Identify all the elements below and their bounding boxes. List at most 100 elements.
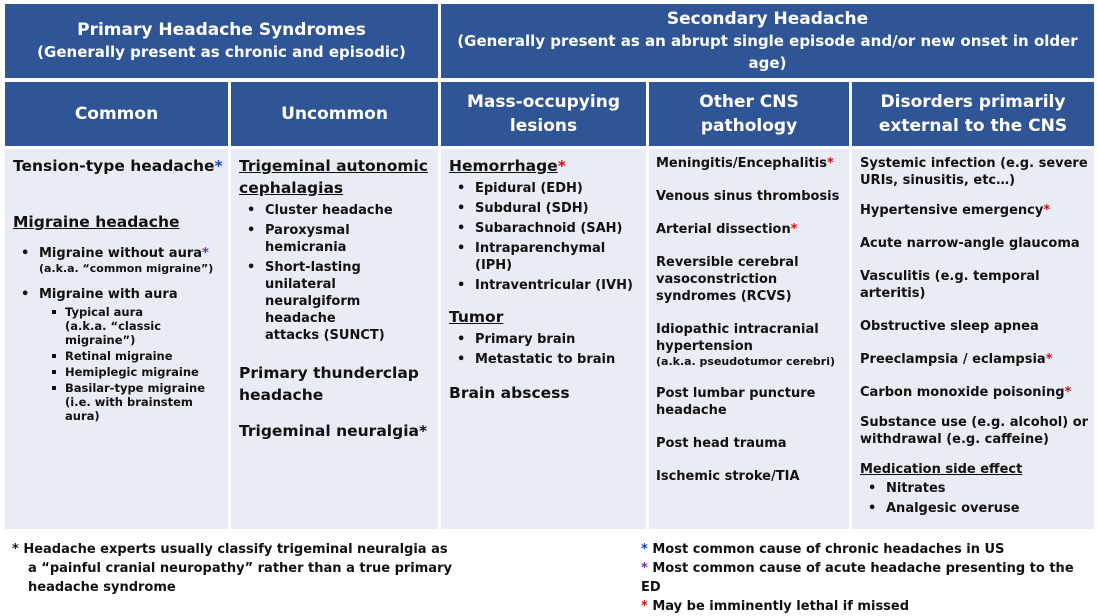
carbon-monoxide-label: Carbon monoxide poisoning xyxy=(860,385,1065,400)
red-star-footnote: * May be imminently lethal if missed xyxy=(641,597,1091,616)
common-column-header: Common xyxy=(5,82,228,146)
list-item: Primary brain xyxy=(449,331,642,348)
other-cns-column: Meningitis/Encephalitis* Venous sinus th… xyxy=(649,149,849,529)
list-item: Analgesic overuse xyxy=(860,500,1092,517)
external-column-label-line2: external to the CNS xyxy=(878,116,1068,136)
red-star-marker: * xyxy=(790,222,798,237)
sleep-apnea-item: Obstructive sleep apnea xyxy=(860,319,1039,334)
systemic-infection-item: Systemic infection (e.g. severe URIs, si… xyxy=(860,155,1092,189)
uncommon-column: Trigeminal autonomic cephalagias Cluster… xyxy=(231,149,438,529)
mass-lesions-column-header: Mass-occupying lesions xyxy=(441,82,646,146)
list-item: Hemiplegic migraine xyxy=(39,365,224,379)
tac-heading: Trigeminal autonomic cephalagias xyxy=(239,155,434,199)
list-item: Migraine with aura Typical aura(a.k.a. “… xyxy=(13,286,224,423)
blue-star-note: Most common cause of chronic headaches i… xyxy=(652,542,1005,557)
typical-aura-label: Typical aura xyxy=(65,305,144,319)
vasculitis-item: Vasculitis (e.g. temporal arteritis) xyxy=(860,269,1040,301)
hypertensive-emergency-item: Hypertensive emergency* xyxy=(860,202,1092,219)
other-cns-column-label: Other CNS pathology xyxy=(699,92,799,136)
blue-star-marker: * xyxy=(214,157,223,175)
list-item: Epidural (EDH) xyxy=(449,180,642,197)
glaucoma-item: Acute narrow-angle glaucoma xyxy=(860,236,1080,251)
mass-lesions-column: Hemorrhage* Epidural (EDH) Subdural (SDH… xyxy=(441,149,646,529)
external-column-label-line1: Disorders primarily xyxy=(880,92,1066,112)
secondary-header-subtitle: (Generally present as an abrupt single e… xyxy=(457,32,1078,72)
list-item: Subdural (SDH) xyxy=(449,200,642,217)
uncommon-column-header: Uncommon xyxy=(231,82,438,146)
thunderclap-line1: Primary thunderclap xyxy=(239,364,419,382)
arterial-dissection-label: Arterial dissection xyxy=(656,222,791,237)
migraine-without-aura-label: Migraine without aura xyxy=(39,246,203,261)
purple-star-marker: * xyxy=(202,246,209,261)
iih-item: Idiopathic intracranial hypertension (a.… xyxy=(656,321,845,369)
rcvs-item: Reversible cerebral vasoconstriction syn… xyxy=(656,254,845,305)
systemic-infection-line1: Systemic infection (e.g. severe xyxy=(860,156,1088,171)
trigeminal-neuralgia-item: Trigeminal neuralgia* xyxy=(239,422,428,440)
blue-star-marker: * xyxy=(641,542,648,557)
list-item: Nitrates xyxy=(860,480,1092,497)
left-footnote-line3: headache syndrome xyxy=(28,580,176,595)
secondary-headache-header: Secondary Headache (Generally present as… xyxy=(441,4,1094,78)
post-lp-item: Post lumbar puncture headache xyxy=(656,385,845,419)
substance-use-line1: Substance use (e.g. alcohol) or xyxy=(860,415,1089,430)
list-item: Intraparenchymal (IPH) xyxy=(449,240,642,274)
sunct-line1: Short-lasting unilateral xyxy=(265,260,361,292)
left-footnote-line1: * Headache experts usually classify trig… xyxy=(12,542,448,557)
common-migraine-aka: (a.k.a. “common migraine”) xyxy=(39,262,214,275)
red-star-marker: * xyxy=(1064,385,1072,400)
mass-column-label-line1: Mass-occupying xyxy=(467,92,620,112)
classic-migraine-aka: (a.k.a. “classic migraine”) xyxy=(65,319,162,347)
rcvs-line2: vasoconstriction xyxy=(656,272,778,287)
primary-header-subtitle: (Generally present as chronic and episod… xyxy=(37,43,406,61)
arterial-dissection-item: Arterial dissection* xyxy=(656,221,845,238)
hemorrhage-list: Epidural (EDH) Subdural (SDH) Subarachno… xyxy=(449,180,642,294)
post-lp-line2: headache xyxy=(656,403,727,418)
left-footnote: * Headache experts usually classify trig… xyxy=(12,540,572,597)
red-star-marker: * xyxy=(557,157,566,175)
brainstem-aura-note: (i.e. with brainstem aura) xyxy=(65,395,193,423)
primary-header-title: Primary Headache Syndromes xyxy=(77,20,366,40)
tumor-heading: Tumor xyxy=(449,308,504,326)
secondary-header-title: Secondary Headache xyxy=(666,9,869,29)
blue-star-footnote: * Most common cause of chronic headaches… xyxy=(641,540,1091,559)
uncommon-column-label: Uncommon xyxy=(281,104,388,124)
list-item: Migraine without aura* (a.k.a. “common m… xyxy=(13,245,224,276)
red-star-marker: * xyxy=(641,599,648,614)
migraine-list: Migraine without aura* (a.k.a. “common m… xyxy=(13,245,224,423)
list-item: Subarachnoid (SAH) xyxy=(449,220,642,237)
hemorrhage-label: Hemorrhage xyxy=(449,157,558,175)
tension-type-item: Tension-type headache* xyxy=(13,155,224,177)
primary-syndromes-header: Primary Headache Syndromes (Generally pr… xyxy=(5,4,438,78)
brain-abscess-item: Brain abscess xyxy=(449,384,570,402)
iih-line1: Idiopathic intracranial xyxy=(656,322,819,337)
thunderclap-item: Primary thunderclap headache xyxy=(239,362,434,406)
list-item: Paroxysmal hemicrania xyxy=(239,222,434,256)
migraine-with-aura-label: Migraine with aura xyxy=(39,287,178,302)
migraine-heading: Migraine headache xyxy=(13,213,180,231)
tumor-list: Primary brain Metastatic to brain xyxy=(449,331,642,368)
purple-star-note: Most common cause of acute headache pres… xyxy=(641,561,1074,595)
common-column-label: Common xyxy=(74,104,159,124)
post-trauma-item: Post head trauma xyxy=(656,436,787,451)
venous-thrombosis-item: Venous sinus thrombosis xyxy=(656,189,840,204)
tac-heading-line2: cephalagias xyxy=(239,179,344,197)
list-item: Cluster headache xyxy=(239,202,434,219)
list-item: Typical aura(a.k.a. “classic migraine”) xyxy=(39,305,224,347)
rcvs-line1: Reversible cerebral xyxy=(656,255,799,270)
preeclampsia-label: Preeclampsia / eclampsia xyxy=(860,352,1046,367)
left-footnote-line2: a “painful cranial neuropathy” rather th… xyxy=(28,561,452,576)
other-cns-column-header: Other CNS pathology xyxy=(649,82,849,146)
basilar-migraine-label: Basilar-type migraine xyxy=(65,381,206,395)
iih-line2: hypertension xyxy=(656,339,753,354)
sunct-line2: neuralgiform headache xyxy=(265,294,361,326)
aura-subtypes-list: Typical aura(a.k.a. “classic migraine”) … xyxy=(39,305,224,423)
tension-type-label: Tension-type headache xyxy=(13,157,215,175)
mass-column-label-line2: lesions xyxy=(509,116,578,136)
list-item: Intraventricular (IVH) xyxy=(449,277,642,294)
ischemic-stroke-item: Ischemic stroke/TIA xyxy=(656,469,800,484)
substance-use-line2: withdrawal (e.g. caffeine) xyxy=(860,432,1049,447)
carbon-monoxide-item: Carbon monoxide poisoning* xyxy=(860,384,1092,401)
external-cns-column: Systemic infection (e.g. severe URIs, si… xyxy=(852,149,1094,529)
tac-heading-line1: Trigeminal autonomic xyxy=(239,157,428,175)
